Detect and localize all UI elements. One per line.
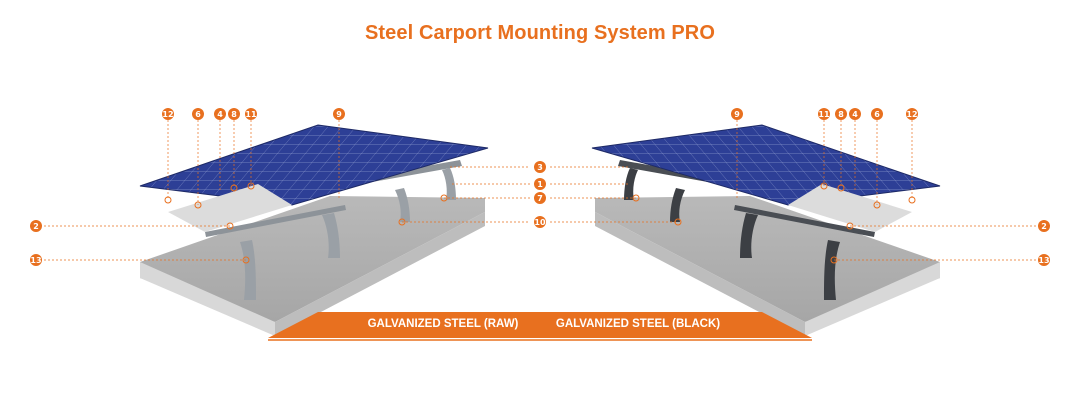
callout-right-13: 13 xyxy=(1038,254,1050,266)
svg-text:13: 13 xyxy=(30,256,41,265)
svg-text:10: 10 xyxy=(534,218,546,227)
left-concrete-slab-top xyxy=(140,196,485,322)
callout-right-4: 4 xyxy=(849,108,861,120)
callout-left-9: 9 xyxy=(333,108,345,120)
svg-text:6: 6 xyxy=(874,110,880,119)
svg-text:1: 1 xyxy=(537,180,543,189)
svg-text:12: 12 xyxy=(906,110,917,119)
callout-left-2: 2 xyxy=(30,220,42,232)
callout-right-11: 11 xyxy=(818,108,830,120)
left-post-mid xyxy=(322,213,340,258)
left-rafter xyxy=(205,205,346,237)
svg-text:4: 4 xyxy=(852,110,858,119)
right-concrete-slab-front xyxy=(805,262,940,336)
callout-center-7: 7 xyxy=(534,192,546,204)
right-post-front xyxy=(824,240,840,300)
callout-left-4: 4 xyxy=(214,108,226,120)
svg-text:3: 3 xyxy=(537,163,543,172)
finish-band xyxy=(268,312,812,338)
svg-text:13: 13 xyxy=(1038,256,1049,265)
left-concrete-slab-front xyxy=(140,262,275,336)
left-panel-cutout xyxy=(168,184,292,232)
leader-lines xyxy=(44,120,1036,261)
callout-right-8: 8 xyxy=(835,108,847,120)
right-carport xyxy=(591,124,941,336)
svg-text:6: 6 xyxy=(195,110,201,119)
callout-center-1: 1 xyxy=(534,178,546,190)
callout-center-10: 10 xyxy=(534,216,546,228)
left-concrete-slab-side xyxy=(275,212,485,336)
right-rafter xyxy=(734,205,875,237)
svg-text:9: 9 xyxy=(336,110,342,119)
callout-right-6: 6 xyxy=(871,108,883,120)
callout-right-12: 12 xyxy=(906,108,918,120)
svg-text:8: 8 xyxy=(838,110,844,119)
left-post-rear xyxy=(442,168,456,200)
callout-right-9: 9 xyxy=(731,108,743,120)
svg-text:2: 2 xyxy=(33,222,39,231)
svg-text:2: 2 xyxy=(1041,222,1047,231)
right-concrete-slab-side xyxy=(595,212,805,336)
right-post-rear xyxy=(624,168,638,200)
callout-right-2: 2 xyxy=(1038,220,1050,232)
svg-text:8: 8 xyxy=(231,110,237,119)
left-carport xyxy=(139,124,489,336)
right-post-mid xyxy=(740,213,758,258)
component-markers xyxy=(164,182,916,264)
callout-badges: 12 6 4 8 11 9 9 11 8 4 6 12 3 1 7 10 2 1… xyxy=(30,108,1050,266)
svg-text:11: 11 xyxy=(818,110,830,119)
left-post-front xyxy=(240,240,256,300)
svg-text:7: 7 xyxy=(537,194,543,203)
svg-text:11: 11 xyxy=(245,110,257,119)
right-panel-cutout xyxy=(788,184,912,232)
left-post-back xyxy=(395,188,410,222)
finish-label-raw: GALVANIZED STEEL (RAW) xyxy=(368,318,519,330)
callout-left-8: 8 xyxy=(228,108,240,120)
callout-center-3: 3 xyxy=(534,161,546,173)
callout-left-12: 12 xyxy=(162,108,174,120)
finish-label-black: GALVANIZED STEEL (BLACK) xyxy=(556,318,720,330)
svg-text:9: 9 xyxy=(734,110,740,119)
right-concrete-slab-top xyxy=(595,196,940,322)
callout-left-6: 6 xyxy=(192,108,204,120)
svg-text:4: 4 xyxy=(217,110,223,119)
callout-left-13: 13 xyxy=(30,254,42,266)
svg-text:12: 12 xyxy=(162,110,173,119)
diagram-title: Steel Carport Mounting System PRO xyxy=(364,22,715,44)
right-post-back xyxy=(670,188,685,222)
callout-left-11: 11 xyxy=(245,108,257,120)
